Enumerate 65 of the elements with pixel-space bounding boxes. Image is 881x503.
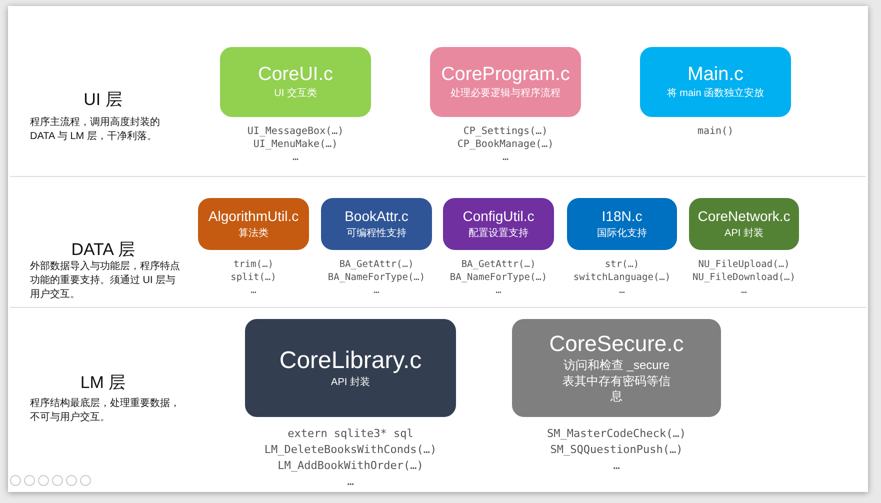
function-name: NU_FileDownload(…) — [692, 271, 796, 284]
file-box — [198, 198, 309, 250]
layer-description: 外部数据导入与功能层，程序特点功能的重要支持。须通过 UI 层与用户交互。 — [30, 260, 180, 302]
function-name: … — [292, 151, 299, 164]
file-description: 将 main 函数独立安放 — [666, 87, 764, 100]
file-box — [689, 198, 799, 250]
file-description: 算法类 — [238, 226, 268, 240]
file-box — [245, 319, 456, 417]
function-name: … — [613, 458, 620, 474]
function-name: … — [496, 284, 502, 297]
file-description: UI 交互类 — [274, 87, 317, 100]
file-box — [321, 198, 432, 250]
file-name: CoreNetwork.c — [698, 208, 790, 225]
layer-title: LM 层 — [79, 372, 127, 394]
file-name: BookAttr.c — [344, 208, 408, 225]
file-name: Main.c — [688, 64, 744, 86]
function-name: LM_DeleteBooksWithConds(…) — [264, 442, 437, 458]
function-name: BA_NameForType(…) — [328, 271, 426, 284]
function-name: UI_MessageBox(…) — [247, 125, 344, 138]
function-name: trim(…) — [233, 258, 274, 271]
function-name: split(…) — [230, 271, 276, 284]
function-name: main() — [697, 125, 734, 138]
function-name: BA_NameForType(…) — [450, 271, 548, 284]
function-name: switchLanguage(…) — [573, 271, 671, 284]
function-name: SM_SQQuestionPush(…) — [550, 442, 683, 458]
function-name: str(…) — [604, 258, 640, 271]
file-box — [443, 198, 554, 250]
layer-title: DATA 层 — [70, 239, 136, 260]
file-name: CoreUI.c — [258, 64, 333, 86]
function-name: … — [250, 284, 256, 297]
function-name: BA_GetAttr(…) — [461, 258, 536, 271]
file-description: 访问和检查 _secure 表其中存有密码等信息 — [562, 358, 672, 406]
layer-description: 程序主流程，调用高度封装的 DATA 与 LM 层，干净利落。 — [30, 116, 161, 144]
file-name: CoreLibrary.c — [279, 346, 422, 374]
file-description: 配置设置支持 — [468, 226, 528, 240]
function-name: … — [374, 284, 380, 297]
function-name: CP_Settings(…) — [463, 125, 548, 138]
function-name: extern sqlite3* sql — [288, 426, 414, 442]
file-box — [512, 319, 721, 417]
file-description: API 封装 — [331, 376, 370, 390]
function-name: NU_FileUpload(…) — [698, 258, 790, 271]
function-name: CP_BookManage(…) — [457, 138, 554, 151]
function-name: SM_MasterCodeCheck(…) — [546, 426, 686, 442]
file-description: 处理必要逻辑与程序流程 — [450, 87, 560, 100]
layer-title: UI 层 — [82, 89, 124, 111]
file-box — [220, 47, 371, 117]
file-description: 国际化支持 — [597, 226, 647, 240]
file-box — [640, 47, 791, 117]
file-name: ConfigUtil.c — [462, 208, 534, 225]
file-name: CoreProgram.c — [441, 64, 570, 86]
file-name: I18N.c — [602, 208, 642, 225]
function-name: … — [619, 284, 625, 297]
function-name: BA_GetAttr(…) — [339, 258, 414, 271]
function-name: UI_MenuMake(…) — [253, 138, 338, 151]
file-box — [430, 47, 581, 117]
function-name: LM_AddBookWithOrder(…) — [278, 458, 424, 474]
function-name: … — [502, 151, 509, 164]
function-name: … — [741, 284, 747, 297]
function-name: … — [347, 474, 354, 490]
file-description: API 封装 — [724, 226, 764, 240]
layer-description: 程序结构最底层，处理重要数据，不可与用户交互。 — [30, 397, 180, 425]
file-box — [567, 198, 677, 250]
file-name: AlgorithmUtil.c — [208, 208, 299, 225]
file-description: 可编程性支持 — [346, 226, 406, 240]
file-name: CoreSecure.c — [549, 330, 684, 356]
